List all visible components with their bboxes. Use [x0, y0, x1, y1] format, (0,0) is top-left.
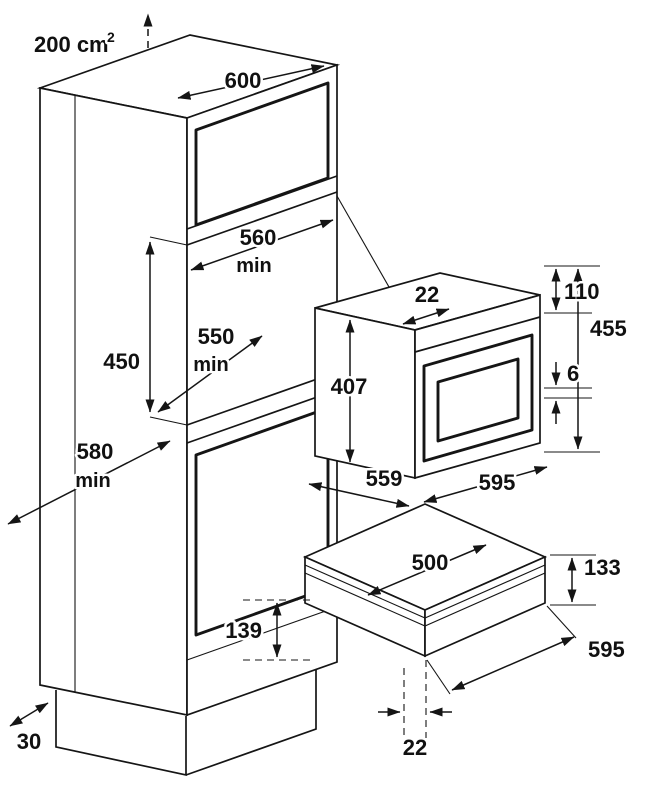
label-oven-body-height: 407 [331, 374, 368, 399]
label-cabinet-depth-min: min [75, 470, 111, 492]
ext-drawer-width-right [546, 605, 577, 639]
label-ventilation-area: 200 cm [34, 32, 109, 57]
tall-cabinet [36, 34, 341, 777]
ext-drawer-width-left [426, 659, 451, 695]
oven-door-frame [422, 333, 534, 463]
cabinet-base-line [186, 606, 338, 661]
label-oven-depth: 559 [366, 466, 403, 491]
label-niche-width: 560 [240, 225, 277, 250]
label-cabinet-width: 600 [225, 68, 262, 93]
label-oven-width: 595 [479, 470, 516, 495]
label-drawer-niche-depth: 500 [412, 550, 449, 575]
label-drawer-bottom-clearance: 22 [403, 735, 427, 760]
drawer-panel-line-2 [304, 572, 546, 627]
label-niche-width-min: min [236, 255, 272, 277]
label-drawer-front-height: 133 [584, 555, 621, 580]
niche-shelf-bottom-edge [186, 389, 338, 444]
drawer-front-face [424, 555, 546, 658]
dim-niche-width-arrow [190, 219, 334, 271]
built-in-oven [314, 272, 541, 480]
dim-drawer-width-arrow [451, 636, 575, 691]
dim-oven-top-clearance-arrow [402, 308, 450, 325]
label-drawer-width: 595 [588, 637, 625, 662]
cabinet-left-face [39, 86, 188, 717]
label-niche-depth-min: min [193, 354, 229, 376]
dimension-lines [7, 13, 600, 738]
dim-plinth-recess-arrow [9, 702, 49, 727]
oven-door-window [436, 357, 520, 443]
niche-depth-line-top [149, 236, 188, 246]
label-plinth-recess: 30 [17, 729, 41, 754]
drawer-panel-line-1 [304, 564, 546, 619]
label-niche-depth: 550 [198, 324, 235, 349]
plinth-recess-lines [55, 670, 317, 777]
dim-drawer-niche-depth-arrow [367, 544, 487, 596]
niche-depth-line-bottom [149, 416, 188, 426]
label-drawer-niche-height: 139 [225, 618, 262, 643]
dim-cabinet-depth-arrow [7, 440, 171, 525]
label-oven-top-clearance: 22 [415, 282, 439, 307]
dim-oven-width-arrow [423, 466, 548, 503]
label-oven-door-gap: 6 [567, 361, 579, 386]
label-niche-height: 450 [103, 349, 140, 374]
label-oven-total-height: 455 [590, 316, 627, 341]
dim-oven-depth-arrow [308, 482, 410, 508]
dim-niche-depth-arrow [157, 335, 263, 413]
label-ventilation-area-exponent: 2 [107, 29, 115, 45]
label-oven-frame-height: 110 [564, 279, 600, 304]
label-cabinet-depth: 580 [77, 439, 114, 464]
oven-control-panel-line [414, 316, 541, 353]
dimension-labels: 200 cm 2 600 560 min 550 min 450 580 min… [14, 27, 629, 763]
dim-cabinet-width-arrow [177, 64, 325, 100]
